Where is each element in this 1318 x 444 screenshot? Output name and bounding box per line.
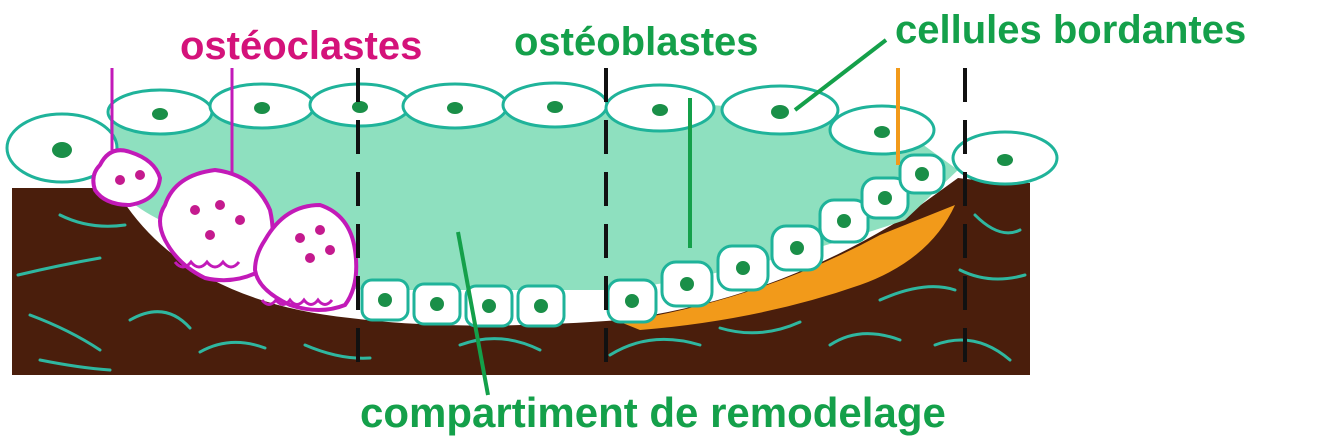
lining-cells-label: cellules bordantes: [895, 10, 1246, 50]
osteoclasts-label: ostéoclastes: [180, 26, 422, 66]
remodeling-compartment-label: compartiment de remodelage: [360, 392, 946, 434]
osteoblasts-label: ostéoblastes: [514, 22, 759, 62]
